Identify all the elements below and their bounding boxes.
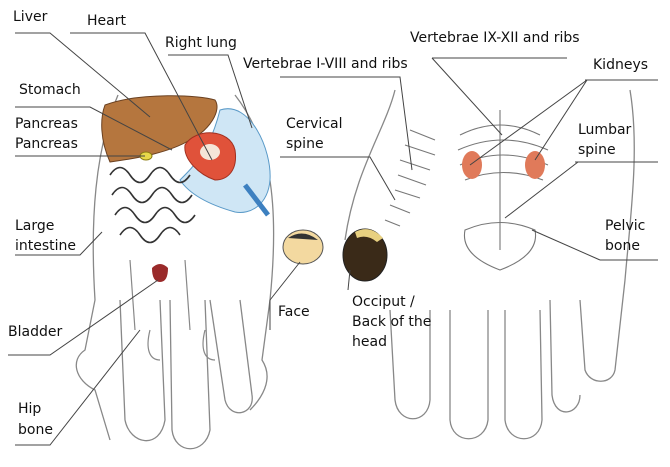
right-hand-outline (344, 89, 635, 440)
bladder-shape (152, 264, 168, 282)
label-occiput-3: head (352, 334, 387, 350)
label-large-intestine-2: intestine (15, 238, 77, 254)
label-hip-2: bone (18, 422, 53, 438)
rib-cage-back-drawing (457, 110, 549, 271)
label-occiput-2: Back of the (352, 314, 432, 330)
label-heart: Heart (87, 13, 126, 29)
leader-lines (8, 32, 658, 446)
label-liver: Liver (13, 9, 48, 25)
label-lumbar-2: spine (578, 142, 616, 158)
cervical-spine-drawing (384, 129, 436, 227)
label-bladder: Bladder (8, 324, 63, 340)
left-kidney-shape (462, 151, 482, 179)
left-skeleton-legs (129, 259, 216, 361)
label-cervical-1: Cervical (286, 116, 343, 132)
back-of-head-drawing (342, 228, 388, 282)
heart-inner (200, 144, 220, 160)
label-cervical-2: spine (286, 136, 324, 152)
trachea-shape (243, 183, 270, 217)
label-vertebrae-9-12: Vertebrae IX-XII and ribs (410, 30, 580, 46)
label-occiput-1: Occiput / (352, 294, 415, 310)
label-pelvic-1: Pelvic (605, 218, 646, 234)
label-kidneys: Kidneys (593, 57, 649, 73)
label-face: Face (278, 304, 310, 320)
intestine-shape (109, 166, 196, 244)
label-right-lung: Right lung (165, 35, 237, 51)
label-pelvic-2: bone (605, 238, 640, 254)
label-vertebrae-1-8: Vertebrae I-VIII and ribs (243, 56, 408, 72)
right-kidney-shape (525, 151, 545, 179)
label-hip-1: Hip (18, 401, 42, 417)
label-large-intestine-1: Large (15, 218, 55, 234)
label-pancreas-1: Pancreas (15, 116, 78, 132)
label-stomach: Stomach (19, 82, 81, 98)
label-pancreas-2: Pancreas (15, 136, 78, 152)
label-lumbar-1: Lumbar (578, 122, 632, 138)
face-drawing (282, 229, 324, 265)
